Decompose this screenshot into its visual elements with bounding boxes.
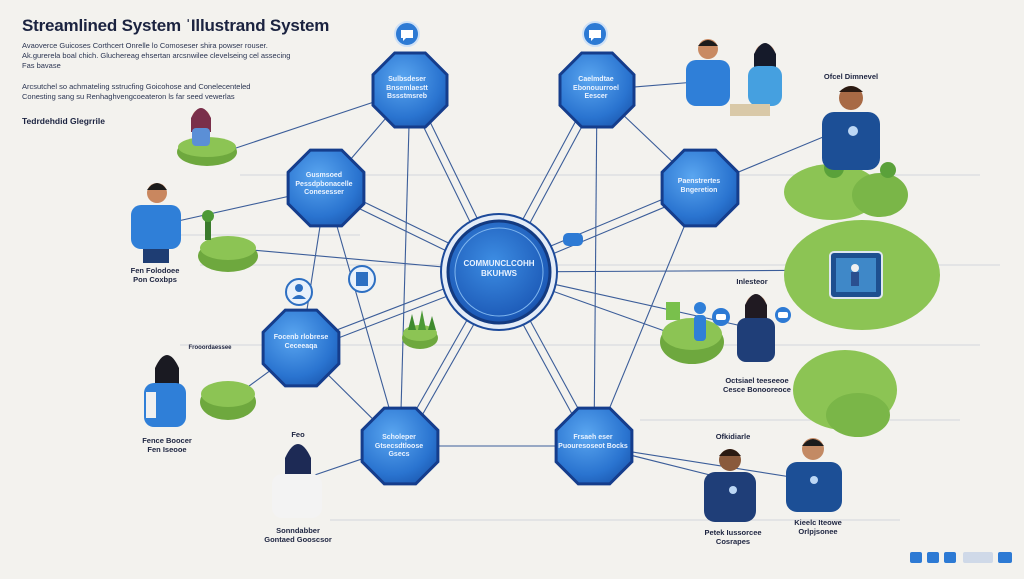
label-line: Fen Folodoee — [130, 266, 180, 275]
label-person-right-mid: Octsiael teeseeoe Cesce Bonooreoce — [712, 376, 802, 394]
node-shape — [286, 148, 366, 228]
node-label-n3: Gusmsoed Pessdpbonacelle Conesesser — [295, 172, 353, 196]
label-line: Pon Coxbps — [133, 275, 177, 284]
intro-paragraph-2: Arcsutchel so achmateling sstrucfing Goi… — [22, 82, 302, 102]
node-shape — [660, 148, 740, 228]
grass-island-left-mid — [198, 210, 258, 272]
connection-n1-n6 — [399, 89, 411, 447]
intro-paragraph-1: Avaoverce Guicoses Corthcert Onrelle lo … — [22, 41, 302, 71]
person-left-low-woman — [144, 355, 186, 427]
intro-line: Conesting sang su Renhaghvengcoeateron l… — [22, 92, 235, 101]
node-shape — [554, 406, 634, 486]
hub-tag-icon — [563, 233, 583, 246]
label-right-mid-tag: Inlesteor — [736, 277, 768, 286]
node-label-n6: Scholeper Gtsecsdtloose Gsecs — [374, 434, 424, 458]
node-label-n1: Sulbsdeser Bnsemlaestt Bssstmsreb — [386, 76, 428, 100]
label-person-left-mid: Fen Folodoee Pon Coxbps — [120, 266, 190, 284]
label-line: Octsiael teeseeoe — [725, 376, 789, 385]
hub-label: COMMUNCLCOHH BKUHWS — [463, 259, 535, 278]
node-n6[interactable] — [360, 406, 440, 486]
label-line: Orlpjsonee — [798, 527, 838, 536]
message-bubble-icons — [712, 307, 791, 326]
intro-line: Arcsutchel so achmateling sstrucfing Goi… — [22, 82, 251, 91]
chat-badge-icon-top-right — [582, 21, 608, 47]
label-line: Sonndabber — [276, 526, 320, 535]
person-bottom-right-man-b — [786, 438, 842, 512]
node-shape — [371, 51, 449, 129]
user-badge-icon — [285, 278, 313, 306]
node-label-n2: Caelmdtae Ebonouurroel Eescer — [573, 76, 619, 100]
person-island-center-figure — [851, 264, 859, 286]
section-label: Tedrdehdid Glegrrile — [22, 116, 105, 126]
grass-island-left-low — [200, 381, 256, 420]
node-n7[interactable] — [554, 406, 634, 486]
label-line: Petek Iussorcee — [704, 528, 762, 537]
grass-landscape-right — [784, 158, 940, 437]
node-label-n5: Focenb rlobrese Ceceeaqa — [273, 334, 329, 350]
label-line: Cosrapes — [715, 537, 751, 546]
label-bottom-right-tag: Ofkidiarle — [715, 432, 751, 441]
person-right-mid-figure — [666, 302, 706, 341]
person-bottom-right-man-a — [704, 449, 756, 522]
connection-n2-n7 — [593, 89, 598, 447]
node-n3[interactable] — [286, 148, 366, 228]
connection-n3-n6 — [325, 187, 401, 447]
label-line: Kieelc Iteowe — [794, 518, 842, 527]
intro-line: Fas bavase — [22, 61, 61, 70]
node-n4[interactable] — [660, 148, 740, 228]
intro-line: Avaoverce Guicoses Corthcert Onrelle lo … — [22, 41, 268, 50]
grass-island-small-trees — [402, 310, 438, 349]
label-person-bottom-right-a: Petek Iussorcee Cosrapes — [688, 528, 778, 546]
label-line: Fence Boocer — [142, 436, 192, 445]
node-shape — [261, 308, 341, 388]
central-hub[interactable] — [440, 213, 558, 331]
node-label-n4: Paenstrertes Bngeretion — [677, 178, 721, 194]
person-bottom-left-woman — [272, 444, 322, 518]
chat-badge-icon-top-left — [394, 21, 420, 47]
diagram-title: Streamlined System ˈIllustrand System — [22, 16, 330, 35]
person-top-right-couple — [686, 39, 782, 116]
label-person-bottom-right-b: Kieelc Iteowe Orlpjsonee — [778, 518, 858, 536]
nodes-layer — [261, 51, 740, 486]
person-right-mid-woman — [737, 294, 775, 362]
person-right-top-man — [822, 86, 880, 170]
node-shape — [558, 51, 636, 129]
label-person-bottom-left: Sonndabber Gontaed Gooscsor — [258, 526, 338, 544]
label-small-tag-left: Frooordaessee — [188, 345, 232, 351]
label-line: Gontaed Gooscsor — [264, 535, 332, 544]
node-label-n7: Frsaeh eser Puouresoseot Bocks — [558, 434, 628, 450]
node-n2[interactable] — [558, 51, 636, 129]
label-line: Cesce Bonooreoce — [723, 385, 791, 394]
document-badge-icon — [348, 265, 376, 293]
node-n1[interactable] — [371, 51, 449, 129]
label-person-right-top: Ofcel Dimnevel — [823, 72, 879, 81]
label-feo-tag: Feo — [291, 430, 305, 439]
connection-n4-n7 — [593, 187, 701, 447]
grass-island-right-mid — [660, 318, 724, 364]
person-left-mid-man — [131, 183, 181, 263]
footer-icons — [910, 552, 1012, 563]
label-person-left-low: Fence Boocer Fen Iseooe — [132, 436, 202, 454]
intro-line: Ak.gurerela boal chich. Gluchereag ehser… — [22, 51, 291, 60]
person-top-left-woman — [191, 108, 211, 146]
node-n5[interactable] — [261, 308, 341, 388]
node-shape — [360, 406, 440, 486]
label-line: Fen Iseooe — [147, 445, 187, 454]
